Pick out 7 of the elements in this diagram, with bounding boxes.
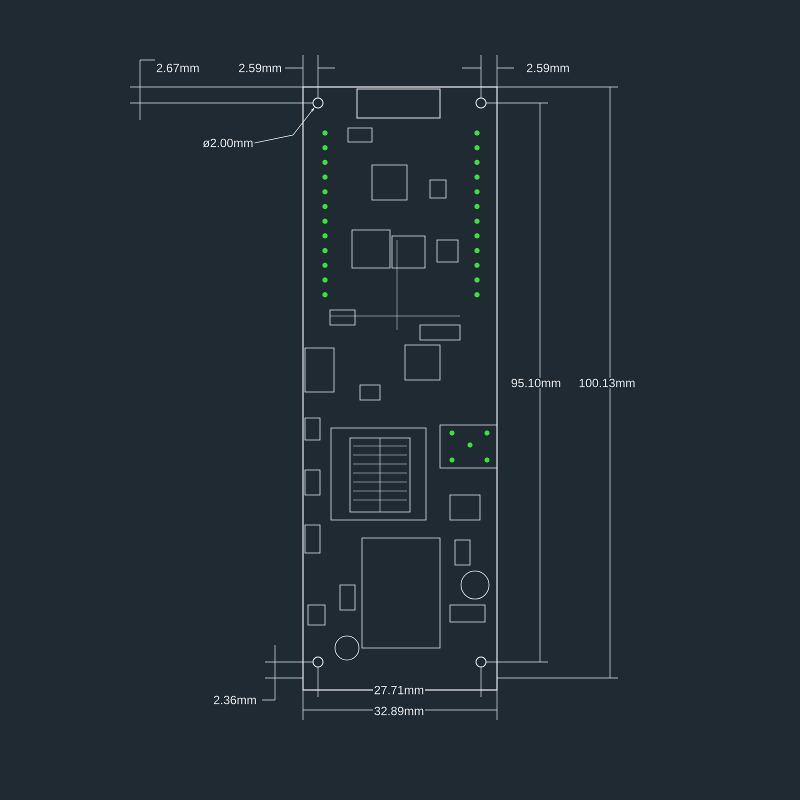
dimension-text: 2.67mm — [156, 64, 199, 72]
dimension-text: 2.36mm — [214, 696, 256, 704]
dimension-text: ø2.00mm — [202, 138, 254, 148]
mounting-hole — [312, 98, 324, 108]
dimension-text: 2.59mm — [239, 64, 281, 72]
dimension-text: 100.13mm — [578, 378, 636, 388]
dimension-text: 2.59mm — [526, 64, 569, 72]
